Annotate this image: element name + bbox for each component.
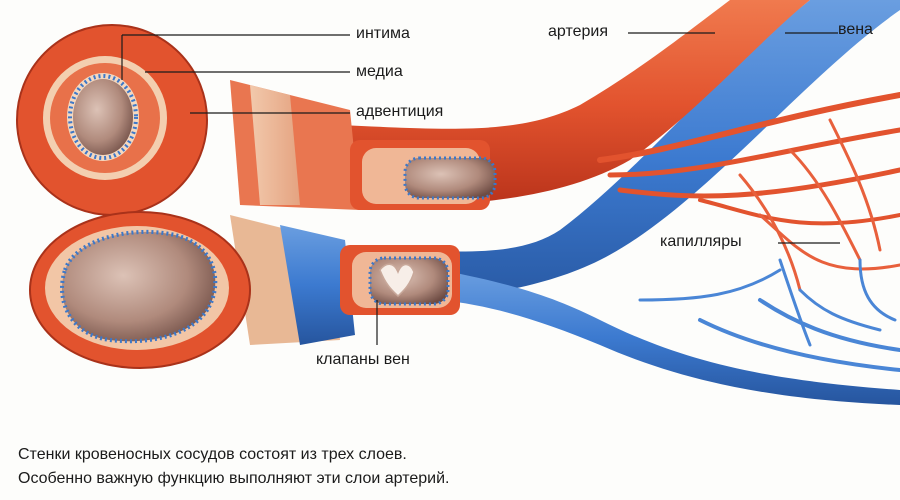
artery-label: артерия	[548, 23, 608, 40]
vein-valves-label: клапаны вен	[316, 351, 410, 368]
media-label: медиа	[356, 63, 403, 80]
capillary-network	[597, 92, 900, 372]
caption-line-2: Особенно важную функцию выполняют эти сл…	[18, 470, 450, 487]
vein-layers	[29, 211, 460, 369]
adventitia-label: адвентиция	[356, 103, 444, 120]
vein-label: вена	[838, 21, 873, 38]
leader-lines	[121, 32, 840, 345]
caption-line-1: Стенки кровеносных сосудов состоят из тр…	[18, 446, 407, 463]
intima-label: интима	[356, 25, 410, 42]
capillaries-label: капилляры	[660, 233, 742, 250]
vein-body	[250, 0, 900, 405]
artery-layers	[16, 24, 497, 216]
